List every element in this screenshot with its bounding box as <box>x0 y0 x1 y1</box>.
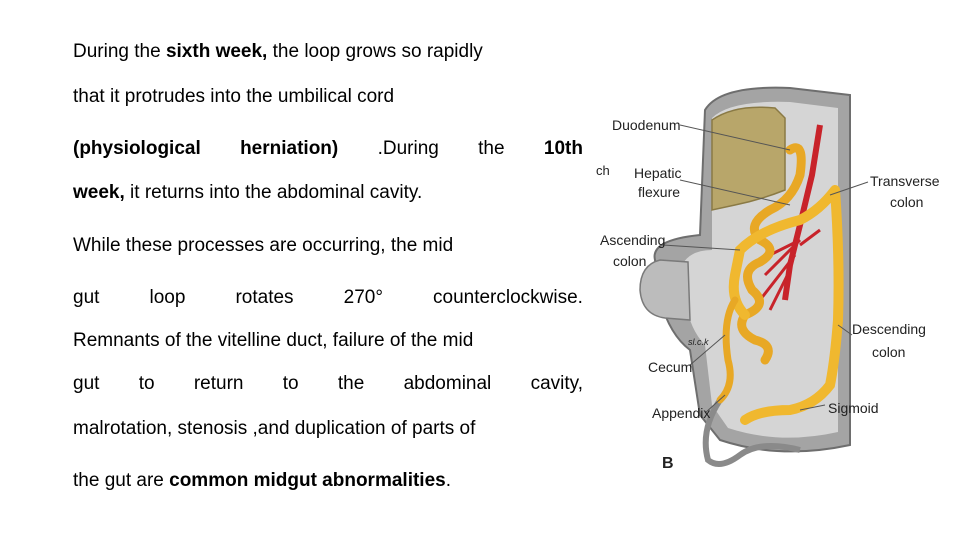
label-ascending-colon: colon <box>613 253 646 269</box>
text-line-5: While these processes are occurring, the… <box>73 235 454 256</box>
label-transverse: Transverse <box>870 173 940 189</box>
label-descending-colon: colon <box>872 344 905 360</box>
text-line-9: malrotation, stenosis ,and duplication o… <box>73 418 476 439</box>
leader-lines <box>662 124 869 414</box>
label-transverse-colon: colon <box>890 194 923 210</box>
text-line-7: Remnants of the vitelline duct, failure … <box>73 330 474 351</box>
label-cecum: Cecum <box>648 359 692 375</box>
artery-branches <box>758 228 821 311</box>
text-line-4: week, it returns into the abdominal cavi… <box>73 182 423 203</box>
panel-label: B <box>662 455 674 472</box>
umbilical-stump <box>639 259 691 321</box>
text-line-10: the gut are common midgut abnormalities. <box>73 470 451 491</box>
text-line-1: During the sixth week, the loop grows so… <box>73 41 483 62</box>
text-line-8: gut to return to the abdominal cavity, <box>73 373 583 394</box>
embryo-tail <box>702 398 801 467</box>
liver-shape <box>711 106 786 211</box>
text-line-6: gut loop rotates 270° counterclockwise. <box>73 287 583 308</box>
label-flexure: flexure <box>638 184 680 200</box>
label-ascending: Ascending <box>600 232 665 248</box>
label-descending: Descending <box>852 321 926 337</box>
intestine-loops <box>737 143 806 365</box>
label-appendix: Appendix <box>652 405 710 421</box>
cecum-appendix <box>716 296 739 404</box>
text-line-2: that it protrudes into the umbilical cor… <box>73 86 395 107</box>
emphasis-sixth-week: sixth week, <box>165 41 268 62</box>
emphasis-abnormalities: common midgut abnormalities <box>169 470 446 491</box>
midgut-rotation-figure: Duodenum Hepatic flexure ch Transverse c… <box>596 86 940 472</box>
text-line-3: (physiological herniation) .During the 1… <box>73 138 583 159</box>
artist-signature: sl.c.k <box>688 337 709 347</box>
label-hepatic: Hepatic <box>634 165 681 181</box>
label-fragment: ch <box>596 163 610 178</box>
label-sigmoid: Sigmoid <box>828 400 879 416</box>
label-duodenum: Duodenum <box>612 117 681 133</box>
colon-path <box>728 185 844 425</box>
